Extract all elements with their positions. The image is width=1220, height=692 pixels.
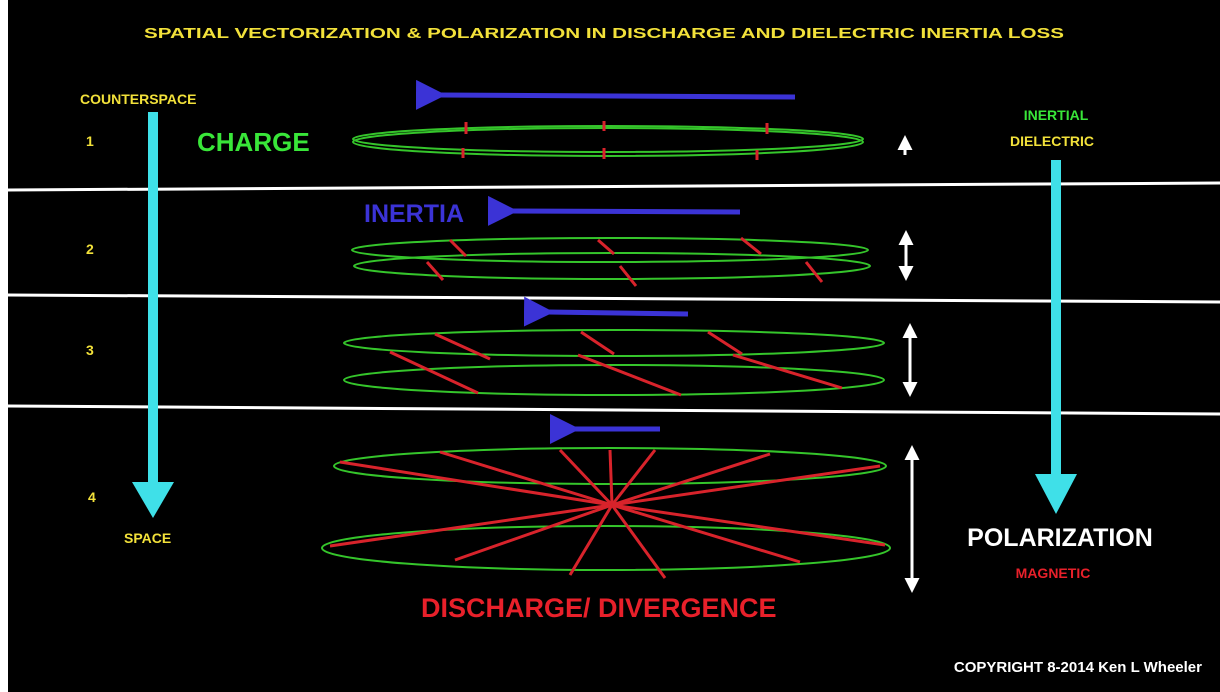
divergence-rays	[330, 450, 885, 578]
counterspace-label: COUNTERSPACE	[80, 91, 196, 107]
copyright-text: COPYRIGHT 8-2014 Ken L Wheeler	[954, 659, 1202, 676]
flux-line	[390, 352, 478, 393]
magnetic-label: MAGNETIC	[1016, 565, 1091, 581]
row3-rings	[344, 330, 884, 395]
row-number-4: 4	[88, 489, 96, 505]
space-label: SPACE	[124, 530, 171, 546]
counterspace-to-space-arrow	[132, 112, 174, 518]
flux-line	[612, 454, 770, 505]
flux-line	[612, 466, 880, 505]
row-number-1: 1	[86, 133, 94, 149]
row3-ring-upper	[344, 330, 884, 356]
dielectric-label: DIELECTRIC	[1010, 133, 1094, 149]
separator-line-1	[8, 183, 1220, 190]
charge-ring-upper	[353, 126, 863, 152]
inertial-label: INERTIAL	[1024, 107, 1089, 123]
separator-line-2	[8, 295, 1220, 302]
separator-line-3	[8, 406, 1220, 414]
charge-label: CHARGE	[197, 127, 310, 157]
flux-line	[578, 355, 681, 395]
diagram-title: SPATIAL VECTORIZATION & POLARIZATION IN …	[144, 26, 1064, 42]
discharge-label: DISCHARGE/ DIVERGENCE	[421, 593, 777, 623]
flux-line	[598, 240, 614, 254]
flux-line	[570, 505, 612, 575]
flux-line	[581, 332, 614, 354]
flux-line	[620, 266, 636, 286]
flux-line	[806, 262, 822, 282]
flux-line	[450, 240, 466, 256]
row-number-3: 3	[86, 342, 94, 358]
inertial-to-polarization-arrow	[1035, 160, 1077, 514]
flux-line	[612, 505, 665, 578]
inertia-arrow-3	[548, 312, 688, 314]
flux-line	[708, 332, 742, 354]
flux-line	[455, 505, 612, 560]
discharge-rings	[322, 448, 890, 578]
flux-line	[435, 334, 490, 359]
flux-line	[427, 262, 443, 280]
row-number-2: 2	[86, 241, 94, 257]
inertia-rings	[352, 238, 870, 286]
flux-line	[612, 505, 800, 562]
polarization-label: POLARIZATION	[967, 524, 1153, 552]
charge-rings	[353, 121, 863, 160]
inertia-arrow-1	[440, 95, 795, 97]
inertia-label: INERTIA	[364, 200, 464, 228]
flux-line	[610, 450, 612, 505]
inertia-arrow-2	[512, 211, 740, 212]
flux-line	[612, 505, 885, 545]
